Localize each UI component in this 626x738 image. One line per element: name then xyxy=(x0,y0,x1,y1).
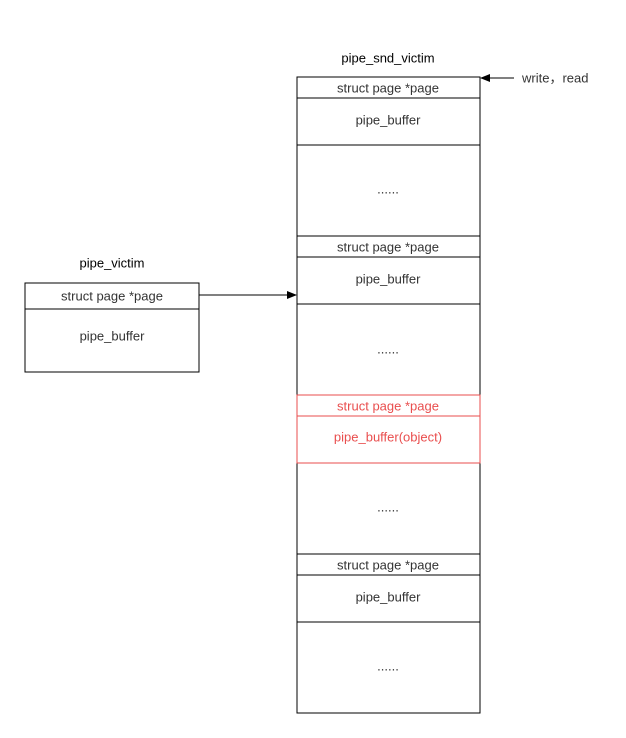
snd-victim-block: struct page *page pipe_buffer ...... xyxy=(297,80,480,196)
victim-box: struct page *page pipe_buffer xyxy=(24,282,200,373)
ellipsis-label: ...... xyxy=(377,499,399,514)
ellipsis-label: ...... xyxy=(377,658,399,673)
snd-victim-block: struct page *page pipe_buffer ...... xyxy=(297,553,480,673)
victim-title: pipe_victim xyxy=(79,255,144,270)
snd-victim-block-highlighted: struct page *page pipe_buffer(object) ..… xyxy=(296,394,481,514)
pipe-buffer-object-label: pipe_buffer(object) xyxy=(334,429,442,444)
write-read-label: write，read xyxy=(521,70,588,85)
victim-outer-box xyxy=(24,282,200,373)
struct-page-label: struct page *page xyxy=(337,80,439,95)
struct-page-label: struct page *page xyxy=(337,239,439,254)
victim-pipe-buffer-label: pipe_buffer xyxy=(80,328,145,343)
struct-page-label: struct page *page xyxy=(337,557,439,572)
ellipsis-label: ...... xyxy=(377,341,399,356)
victim-struct-page-label: struct page *page xyxy=(61,288,163,303)
snd-victim-block: struct page *page pipe_buffer ...... xyxy=(297,235,480,356)
struct-page-label: struct page *page xyxy=(337,398,439,413)
pipe-buffer-label: pipe_buffer xyxy=(356,271,421,286)
ellipsis-label: ...... xyxy=(377,181,399,196)
pipe-buffer-label: pipe_buffer xyxy=(356,112,421,127)
highlighted-buffer-box xyxy=(296,415,481,464)
snd-victim-title: pipe_snd_victim xyxy=(341,50,434,65)
pipe-buffer-label: pipe_buffer xyxy=(356,589,421,604)
